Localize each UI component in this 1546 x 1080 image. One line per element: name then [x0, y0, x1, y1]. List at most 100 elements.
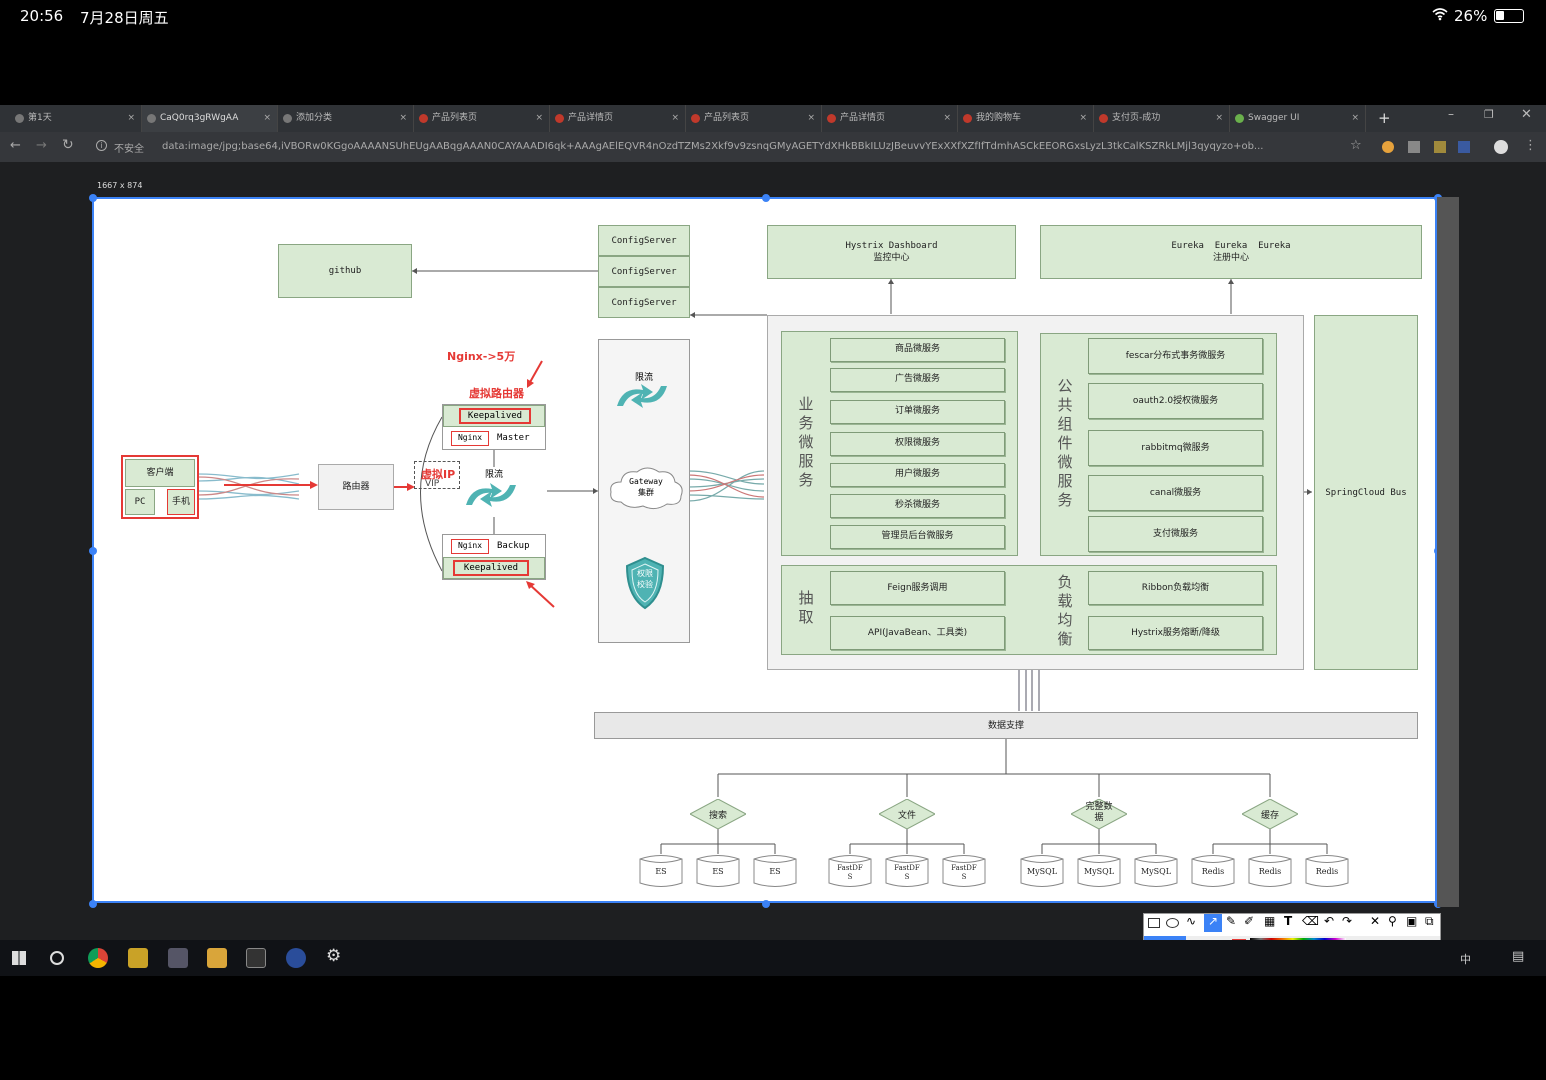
connector-lines	[197, 268, 1328, 854]
close-icon[interactable]: ✕	[1370, 914, 1381, 928]
mosaic-tool-icon[interactable]: ▦	[1264, 914, 1276, 928]
app-icon[interactable]	[128, 948, 148, 968]
resize-handle[interactable]	[762, 194, 770, 202]
curve-tool-icon[interactable]: ∿	[1186, 914, 1197, 928]
extract-item: Feign服务调用	[830, 571, 1005, 605]
save-icon[interactable]: ▣	[1406, 914, 1418, 928]
config-server-box: ConfigServer	[598, 287, 690, 318]
close-tab-icon[interactable]: ×	[535, 113, 543, 123]
virtual-router-note: 虚拟路由器	[469, 387, 524, 400]
ime-icon[interactable]: 中	[1460, 953, 1471, 966]
eraser-tool-icon[interactable]: ⌫	[1302, 914, 1319, 928]
tab-favicon-icon	[419, 114, 428, 123]
springcloud-bus-box: SpringCloud Bus	[1314, 315, 1418, 670]
tab-9[interactable]: 支付页-成功×	[1094, 105, 1230, 132]
image-size-label: 1667 x 874	[97, 181, 143, 190]
architecture-diagram: github ConfigServer ConfigServer ConfigS…	[89, 194, 1442, 908]
terminal-icon[interactable]	[246, 948, 266, 968]
battery-percent: 26%	[1454, 7, 1488, 25]
extract-item: API(JavaBean、工具类)	[830, 616, 1005, 650]
github-box: github	[278, 244, 412, 298]
close-tab-icon[interactable]: ×	[1215, 113, 1223, 123]
minimize-button[interactable]: –	[1448, 107, 1454, 121]
tab-4[interactable]: 产品列表页×	[414, 105, 550, 132]
back-icon[interactable]: ←	[10, 138, 21, 153]
address-bar: ← → ↻ i 不安全 data:image/jpg;base64,iVBORw…	[0, 132, 1546, 162]
reload-icon[interactable]: ↻	[62, 137, 74, 153]
fastdfs-node: FastDF S	[942, 854, 986, 888]
resize-handle[interactable]	[89, 900, 97, 908]
search-icon[interactable]	[50, 951, 64, 965]
close-window-button[interactable]: ✕	[1521, 107, 1532, 122]
redo-icon[interactable]: ↷	[1342, 914, 1353, 928]
forward-icon[interactable]: →	[36, 138, 47, 153]
resize-handle[interactable]	[89, 194, 97, 202]
notification-icon[interactable]: ▤	[1512, 949, 1525, 964]
config-server-box: ConfigServer	[598, 256, 690, 287]
tab-favicon-icon	[1235, 114, 1244, 123]
url-input[interactable]: data:image/jpg;base64,iVBORw0KGgoAAAANSU…	[162, 141, 1264, 152]
tab-10[interactable]: Swagger UI×	[1230, 105, 1366, 132]
tab-8[interactable]: 我的购物车×	[958, 105, 1094, 132]
cache-category: 缓存	[1242, 799, 1298, 829]
tab-7[interactable]: 产品详情页×	[822, 105, 958, 132]
rectangle-tool-icon[interactable]	[1148, 918, 1160, 928]
pen-tool-icon[interactable]: ✎	[1226, 914, 1237, 928]
chrome-icon[interactable]	[88, 948, 108, 968]
settings-gear-icon[interactable]: ⚙	[326, 946, 342, 966]
extension-icon[interactable]	[1434, 141, 1446, 153]
close-tab-icon[interactable]: ×	[671, 113, 679, 123]
close-tab-icon[interactable]: ×	[1351, 113, 1359, 123]
common-service-item: rabbitmq微服务	[1088, 430, 1263, 466]
windows-start-icon[interactable]	[12, 951, 26, 965]
tab-6[interactable]: 产品列表页×	[686, 105, 822, 132]
redis-node: Redis	[1191, 854, 1235, 888]
tab-5[interactable]: 产品详情页×	[550, 105, 686, 132]
router-box: 路由器	[318, 464, 394, 510]
phone-box: 手机	[167, 489, 195, 515]
extension-icon[interactable]	[1408, 141, 1420, 153]
resize-handle[interactable]	[89, 547, 97, 555]
text-tool-icon[interactable]: T	[1284, 914, 1293, 928]
marker-tool-icon[interactable]: ✐	[1244, 914, 1255, 928]
app-icon[interactable]	[286, 948, 306, 968]
close-tab-icon[interactable]: ×	[1079, 113, 1087, 123]
fastdfs-node: FastDF S	[885, 854, 929, 888]
close-tab-icon[interactable]: ×	[807, 113, 815, 123]
close-tab-icon[interactable]: ×	[399, 113, 407, 123]
windows-taskbar: ⚙ 中 ▤	[0, 940, 1546, 976]
close-tab-icon[interactable]: ×	[263, 113, 271, 123]
restore-button[interactable]: ❐	[1484, 108, 1494, 121]
copy-icon[interactable]: ⧉	[1425, 914, 1434, 928]
tab-1[interactable]: 第1天×	[10, 105, 142, 132]
nginx-label: Nginx	[451, 431, 489, 446]
bookmark-star-icon[interactable]: ☆	[1350, 138, 1362, 153]
resize-handle[interactable]	[762, 900, 770, 908]
tab-favicon-icon	[1099, 114, 1108, 123]
tab-2[interactable]: CaQ0rq3gRWgAA×	[142, 105, 278, 132]
folder-icon[interactable]	[207, 948, 227, 968]
pin-icon[interactable]: ⚲	[1388, 914, 1397, 928]
new-tab-button[interactable]: +	[1378, 109, 1391, 127]
profile-icon[interactable]	[1494, 140, 1508, 154]
ellipse-tool-icon[interactable]	[1166, 918, 1179, 928]
redis-node: Redis	[1305, 854, 1349, 888]
tab-favicon-icon	[555, 114, 564, 123]
close-tab-icon[interactable]: ×	[127, 113, 135, 123]
app-icon[interactable]	[168, 948, 188, 968]
common-services-label: 公共组件微服务	[1057, 377, 1073, 509]
canvas-shadow	[1437, 197, 1459, 907]
extension-icon[interactable]	[1458, 141, 1470, 153]
full-data-category: 完整数据	[1071, 799, 1127, 829]
close-tab-icon[interactable]: ×	[943, 113, 951, 123]
undo-icon[interactable]: ↶	[1324, 914, 1335, 928]
extension-icon[interactable]	[1382, 141, 1394, 153]
info-icon[interactable]: i	[96, 140, 107, 151]
tab-favicon-icon	[963, 114, 972, 123]
tab-3[interactable]: 添加分类×	[278, 105, 414, 132]
common-service-item: canal微服务	[1088, 475, 1263, 511]
biz-service-item: 管理员后台微服务	[830, 525, 1005, 549]
arrow-tool-icon[interactable]: ↗	[1204, 914, 1222, 932]
menu-icon[interactable]: ⋮	[1524, 138, 1537, 153]
